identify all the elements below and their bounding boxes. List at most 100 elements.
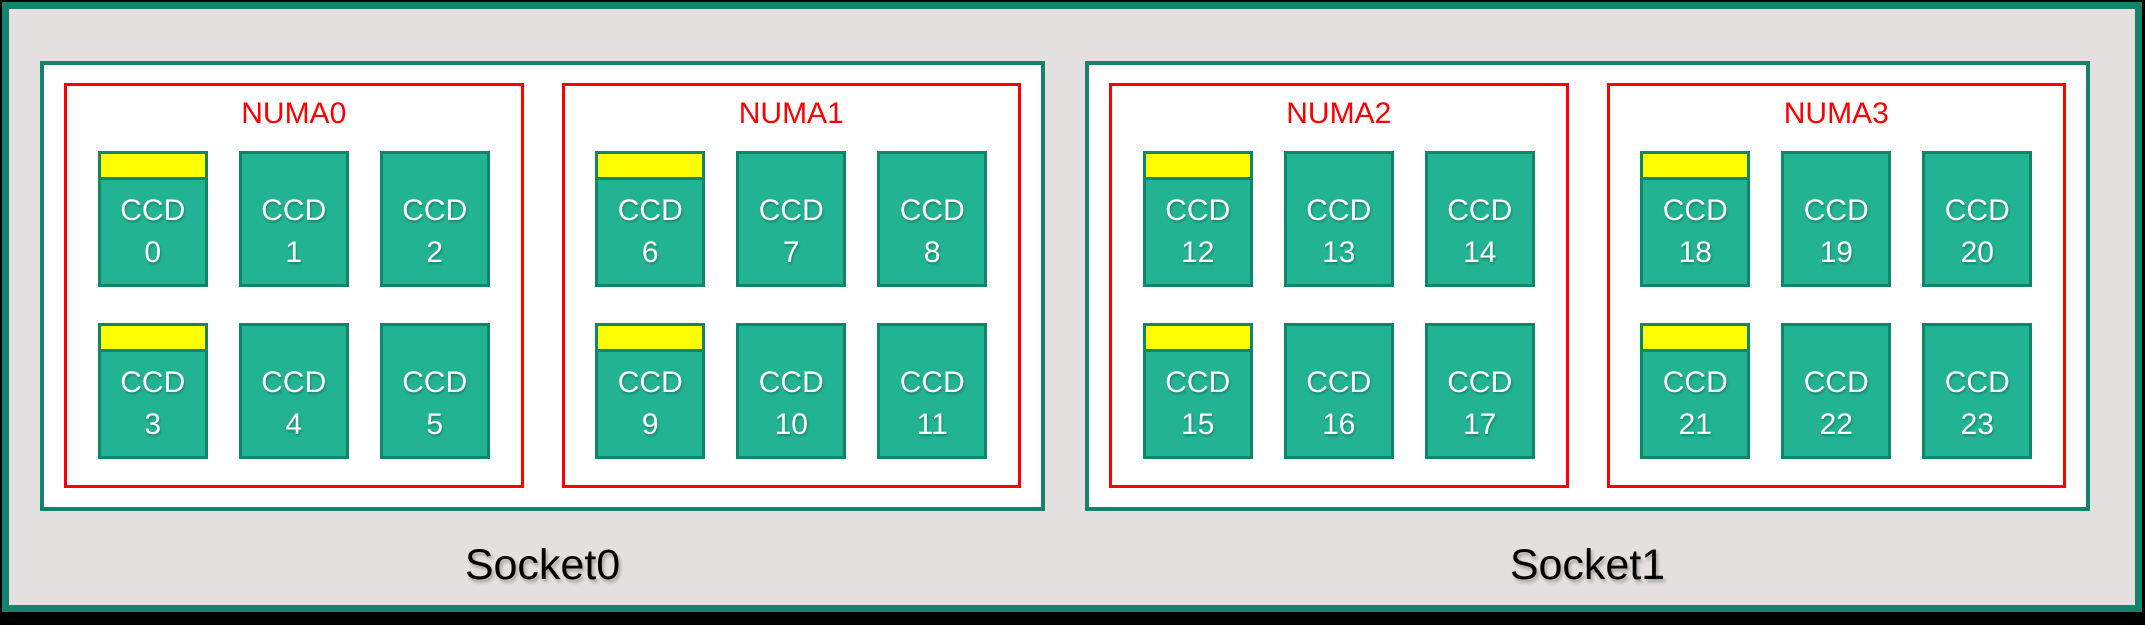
ccd-highlight-band [598,326,703,352]
ccd-cell: CCD 10 [736,323,847,459]
ccd-cell: CCD 22 [1781,323,1892,459]
ccd-cell: CCD 23 [1922,323,2033,459]
ccd-number: 6 [641,236,659,269]
ccd-band-spacer [1287,326,1391,352]
ccd-name: CCD [1944,194,2010,227]
ccd-text: CCD 13 [1287,180,1391,284]
sockets-row: NUMA0 CCD 0 CCD 1 CCD 2 CCD 3 CCD [9,9,2135,588]
ccd-band-spacer [880,326,984,352]
ccd-highlight-band [1145,326,1250,352]
ccd-text: CCD 1 [242,180,346,284]
ccd-number: 12 [1181,236,1215,269]
ccd-number: 7 [782,236,800,269]
ccd-highlight-band [1643,326,1748,352]
ccd-name: CCD [1447,366,1513,399]
ccd-cell: CCD 3 [97,323,208,459]
ccd-highlight-band [100,326,205,352]
ccd-number: 22 [1819,408,1853,441]
ccd-cell: CCD 11 [877,323,988,459]
ccd-number: 21 [1678,408,1712,441]
ccd-cell: CCD 13 [1283,151,1394,287]
ccd-number: 17 [1463,408,1497,441]
ccd-name: CCD [617,366,683,399]
socket-group: NUMA2 CCD 12 CCD 13 CCD 14 CCD 15 CCD [1085,61,2090,588]
ccd-highlight-band [100,154,205,180]
ccd-name: CCD [1944,366,2010,399]
ccd-name: CCD [402,194,468,227]
numa-label: NUMA3 [1783,97,1889,130]
ccd-band-spacer [1784,154,1888,180]
ccd-band-spacer [1428,326,1532,352]
ccd-name: CCD [1165,194,1231,227]
ccd-highlight-band [1145,154,1250,180]
ccd-grid: CCD 18 CCD 19 CCD 20 CCD 21 CCD 22 [1640,151,2033,459]
ccd-highlight-band [598,154,703,180]
ccd-band-spacer [1287,154,1391,180]
ccd-number: 11 [916,408,948,441]
ccd-text: CCD 22 [1784,352,1888,456]
ccd-number: 5 [426,408,444,441]
ccd-name: CCD [899,194,965,227]
ccd-name: CCD [899,366,965,399]
ccd-number: 16 [1322,408,1356,441]
ccd-text: CCD 12 [1146,180,1250,284]
ccd-name: CCD [1165,366,1231,399]
ccd-cell: CCD 14 [1424,151,1535,287]
ccd-cell: CCD 16 [1283,323,1394,459]
numa-label: NUMA1 [738,97,844,130]
ccd-text: CCD 20 [1925,180,2029,284]
ccd-cell: CCD 20 [1922,151,2033,287]
ccd-cell: CCD 12 [1142,151,1253,287]
ccd-name: CCD [402,366,468,399]
ccd-name: CCD [1803,194,1869,227]
ccd-text: CCD 18 [1643,180,1747,284]
ccd-text: CCD 15 [1146,352,1250,456]
ccd-text: CCD 19 [1784,180,1888,284]
ccd-number: 10 [774,408,808,441]
numa-box: NUMA1 CCD 6 CCD 7 CCD 8 CCD 9 CCD [561,83,1021,488]
numa-label: NUMA2 [1286,97,1392,130]
ccd-cell: CCD 21 [1640,323,1751,459]
ccd-cell: CCD 8 [877,151,988,287]
ccd-cell: CCD 7 [736,151,847,287]
ccd-number: 14 [1463,236,1497,269]
ccd-number: 15 [1181,408,1215,441]
ccd-text: CCD 8 [880,180,984,284]
ccd-band-spacer [242,154,346,180]
ccd-cell: CCD 9 [595,323,706,459]
ccd-cell: CCD 5 [379,323,490,459]
ccd-cell: CCD 0 [97,151,208,287]
numa-label: NUMA0 [241,97,347,130]
ccd-cell: CCD 18 [1640,151,1751,287]
numa-box: NUMA2 CCD 12 CCD 13 CCD 14 CCD 15 CCD [1109,83,1569,488]
ccd-number: 8 [923,236,941,269]
ccd-band-spacer [242,326,346,352]
ccd-text: CCD 10 [739,352,843,456]
ccd-text: CCD 17 [1428,352,1532,456]
topology-frame: NUMA0 CCD 0 CCD 1 CCD 2 CCD 3 CCD [2,2,2142,612]
ccd-name: CCD [261,194,327,227]
ccd-band-spacer [739,154,843,180]
ccd-number: 0 [144,236,162,269]
ccd-text: CCD 11 [880,352,984,456]
ccd-band-spacer [1925,154,2029,180]
ccd-text: CCD 3 [101,352,205,456]
ccd-text: CCD 23 [1925,352,2029,456]
ccd-text: CCD 4 [242,352,346,456]
ccd-band-spacer [383,154,487,180]
ccd-number: 3 [144,408,162,441]
ccd-highlight-band [1643,154,1748,180]
ccd-grid: CCD 6 CCD 7 CCD 8 CCD 9 CCD 10 [595,151,988,459]
ccd-band-spacer [1428,154,1532,180]
ccd-name: CCD [261,366,327,399]
ccd-number: 18 [1678,236,1712,269]
ccd-text: CCD 0 [101,180,205,284]
ccd-name: CCD [1662,366,1728,399]
numa-box: NUMA0 CCD 0 CCD 1 CCD 2 CCD 3 CCD [64,83,524,488]
ccd-band-spacer [383,326,487,352]
ccd-text: CCD 21 [1643,352,1747,456]
ccd-number: 23 [1960,408,1994,441]
ccd-name: CCD [1306,366,1372,399]
ccd-cell: CCD 1 [238,151,349,287]
ccd-number: 1 [285,236,303,269]
